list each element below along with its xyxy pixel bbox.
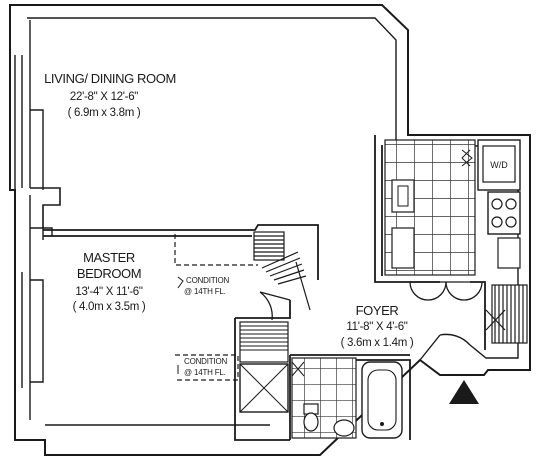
condition-note-lower-line2: @ 14TH FL. — [184, 368, 226, 377]
condition-note-upper-leader — [177, 276, 184, 289]
condition-note-upper-line2: @ 14TH FL. — [184, 287, 226, 296]
washer-dryer-label: W/D — [490, 160, 508, 170]
bedroom-closet-upper-dashed — [174, 234, 258, 266]
living-room-name: LIVING/ DINING ROOM — [44, 71, 176, 86]
foyer-closet-shelving — [485, 284, 528, 344]
condition-note-lower-line1: CONDITION — [184, 357, 228, 366]
master-bedroom-dim-imperial: 13'-4" X 11'-6" — [75, 286, 143, 298]
master-bedroom-dim-metric: ( 4.0m x 3.5m ) — [73, 301, 146, 313]
bathtub — [361, 361, 403, 439]
bedroom-closet-lower-dashed — [175, 354, 239, 381]
bedroom-door — [259, 291, 291, 321]
foyer-name: FOYER — [356, 303, 399, 318]
bath-door-swing — [291, 361, 305, 377]
master-bedroom-name-line2: BEDROOM — [77, 266, 141, 281]
bathroom-sink — [333, 419, 355, 437]
toilet-bowl — [303, 412, 319, 432]
living-room-dim-metric: ( 6.9m x 3.8m ) — [68, 107, 141, 119]
foyer-dim-metric: ( 3.6m x 1.4m ) — [341, 337, 414, 349]
kitchen-sink — [391, 179, 415, 213]
master-bedroom-name-line1: MASTER — [83, 250, 135, 265]
closet-door-swing — [461, 149, 473, 167]
foyer-closet-doors — [409, 281, 483, 301]
refrigerator — [391, 227, 415, 269]
bathtub-drain — [380, 422, 384, 426]
condition-note-upper-line1: CONDITION — [186, 276, 230, 285]
bedroom-closet — [253, 231, 311, 311]
washer-dryer-unit — [482, 145, 516, 183]
burner-2 — [505, 198, 517, 210]
burner-4 — [505, 216, 517, 228]
kitchen: W/D — [384, 139, 521, 276]
shower-drain-lines — [239, 363, 289, 413]
north-arrow-triangle-icon — [449, 380, 479, 404]
kitchen-cabinet — [497, 237, 521, 269]
bathtub-basin — [367, 369, 397, 431]
foyer-dim-imperial: 11'-8" X 4'-6" — [346, 321, 407, 333]
entry-door — [419, 333, 471, 361]
living-room-dim-imperial: 22'-8" X 12'-6" — [70, 91, 138, 103]
sink-basin — [397, 185, 409, 207]
bathroom — [239, 321, 403, 439]
bath-closet-shelving — [240, 325, 288, 351]
kitchen-range — [487, 191, 521, 235]
burner-3 — [491, 216, 503, 228]
burner-1 — [491, 198, 503, 210]
